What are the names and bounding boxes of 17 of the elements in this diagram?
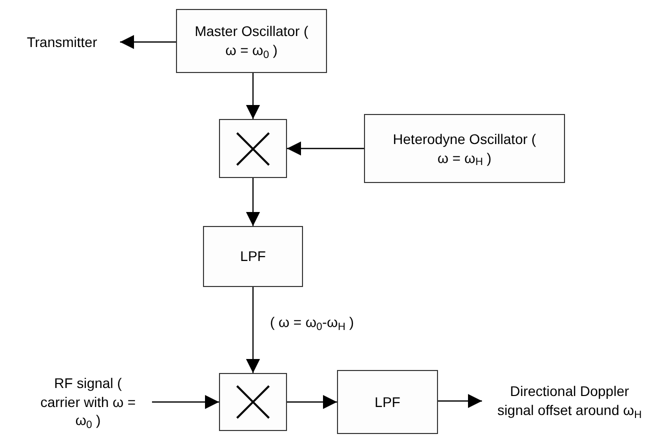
process-box: LPF (203, 226, 303, 287)
arrow (287, 142, 364, 156)
mixer-box (219, 119, 287, 178)
process-box: Heterodyne Oscillator ( ω = ω$_{H}$ ) (364, 114, 565, 183)
arrow (120, 35, 176, 49)
arrow (246, 287, 260, 373)
mixer-box (219, 373, 287, 431)
arrow (152, 395, 219, 409)
arrow (246, 73, 260, 119)
signal-text: Transmitter (8, 30, 116, 54)
signal-text: RF signal ( carrier with ω = ω$_{0}$ ) (28, 368, 148, 436)
arrow (287, 395, 337, 409)
process-box: Master Oscillator ( ω = ω$_{0}$ ) (176, 9, 327, 73)
process-box: LPF (337, 370, 438, 434)
arrow (246, 178, 260, 226)
arrow (438, 394, 482, 408)
signal-text: Directional Doppler signal offset around ω$_{H}$ (486, 366, 653, 436)
